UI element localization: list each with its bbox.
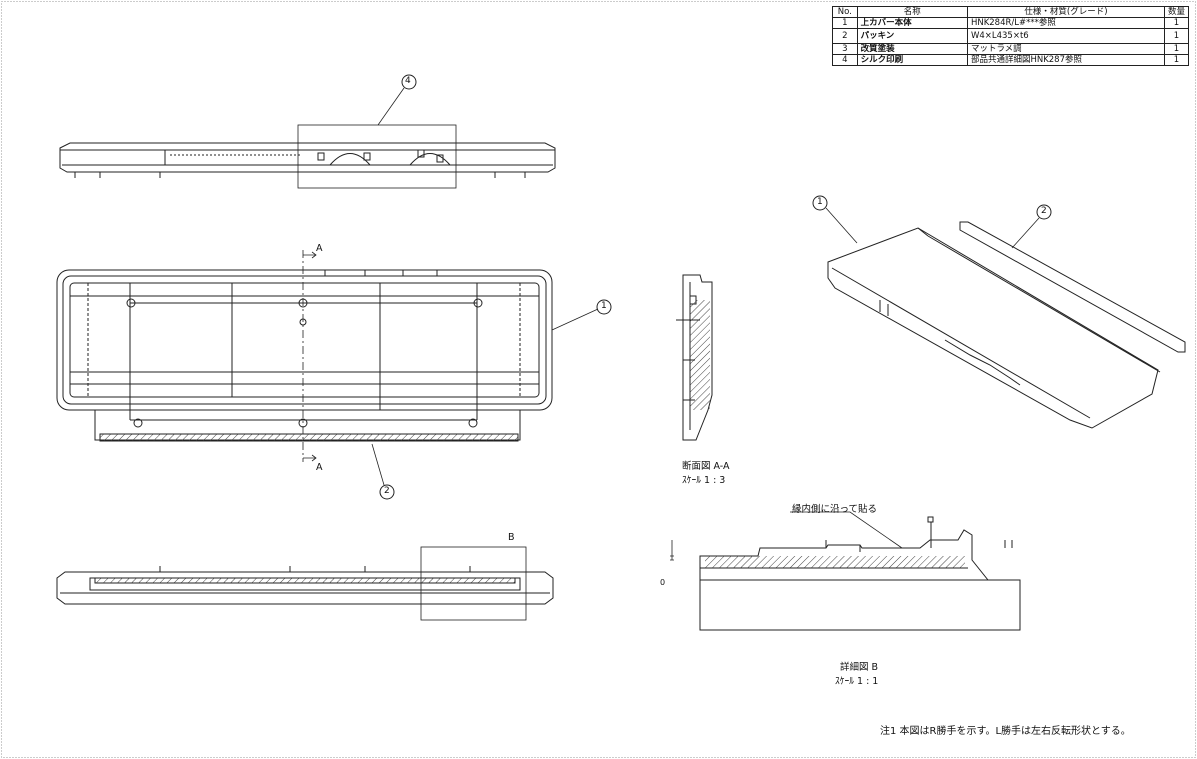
- section-view-scale: ｽｹｰﾙ 1 : 3: [682, 475, 726, 486]
- bom-cell-name: パッキン: [856, 28, 968, 44]
- detail-b-view: [670, 516, 1021, 631]
- table-row: 3 改質塗装 マットラメ調 1: [832, 43, 1190, 55]
- isometric-view: [827, 221, 1186, 429]
- drawing-note: 注1 本図はR勝手を示す。L勝手は左右反転形状とする。: [880, 726, 1131, 737]
- detail-mark-b: B: [508, 532, 515, 543]
- bom-header-spec: 仕様・材質(グレード): [966, 6, 1165, 18]
- table-row: 4 シルク印刷 部品共通詳細図HNK287参照 1: [832, 54, 1190, 66]
- bom-cell-name: 上カバー本体: [856, 17, 968, 29]
- top-elevation-view: [59, 124, 556, 189]
- plan-view: [56, 250, 553, 462]
- bom-cell-no: 2: [832, 28, 858, 44]
- bom-header-qty: 数量: [1163, 6, 1190, 18]
- bom-cell-qty: 1: [1163, 17, 1190, 29]
- balloon-4-label: 4: [405, 76, 411, 86]
- table-row: 2 パッキン W4×L435×t6 1: [832, 28, 1190, 44]
- detail-dim-zero: 0: [660, 578, 666, 587]
- bom-cell-qty: 1: [1163, 54, 1190, 66]
- section-a-a-view: [676, 274, 713, 441]
- bom-cell-name: シルク印刷: [856, 54, 968, 66]
- balloon-1-iso: [812, 195, 828, 211]
- bom-cell-spec: W4×L435×t6: [966, 28, 1165, 44]
- detail-b-frame: [420, 546, 527, 621]
- detail-annotation: 縁内側に沿って貼る: [792, 504, 878, 515]
- bom-cell-spec: マットラメ調: [966, 43, 1165, 55]
- bom-cell-no: 3: [832, 43, 858, 55]
- section-mark-a-bottom: A: [316, 462, 323, 473]
- balloon-2-iso: [1036, 204, 1052, 220]
- detail-view-title: 詳細図 B: [840, 662, 879, 673]
- balloon-2-iso-label: 2: [1041, 206, 1047, 216]
- bom-header-name: 名称: [856, 6, 968, 18]
- section-view-title: 断面図 A-A: [682, 461, 730, 472]
- balloon-4: [401, 74, 417, 90]
- bom-cell-name: 改質塗装: [856, 43, 968, 55]
- detail-view-scale: ｽｹｰﾙ 1 : 1: [835, 676, 879, 687]
- balloon-1-plan: [596, 299, 612, 315]
- bom-cell-no: 4: [832, 54, 858, 66]
- detail-4-frame: [297, 124, 457, 189]
- bom-header-no: No.: [832, 6, 858, 18]
- bom-cell-spec: 部品共通詳細図HNK287参照: [966, 54, 1165, 66]
- bom-cell-qty: 1: [1163, 43, 1190, 55]
- section-mark-a-top: A: [316, 243, 323, 254]
- balloon-2-plan-label: 2: [384, 486, 390, 496]
- balloon-1-plan-label: 1: [601, 301, 607, 311]
- balloon-2-plan: [379, 484, 395, 500]
- bom-header-row: No. 名称 仕様・材質(グレード) 数量: [832, 6, 1190, 18]
- bottom-elevation-view: [56, 546, 554, 621]
- balloon-1-iso-label: 1: [817, 197, 823, 207]
- bill-of-materials-table: No. 名称 仕様・材質(グレード) 数量 1 上カバー本体 HNK284R/L…: [832, 6, 1190, 66]
- bom-cell-spec: HNK284R/L#***参照: [966, 17, 1165, 29]
- table-row: 1 上カバー本体 HNK284R/L#***参照 1: [832, 17, 1190, 29]
- bom-cell-qty: 1: [1163, 28, 1190, 44]
- bom-cell-no: 1: [832, 17, 858, 29]
